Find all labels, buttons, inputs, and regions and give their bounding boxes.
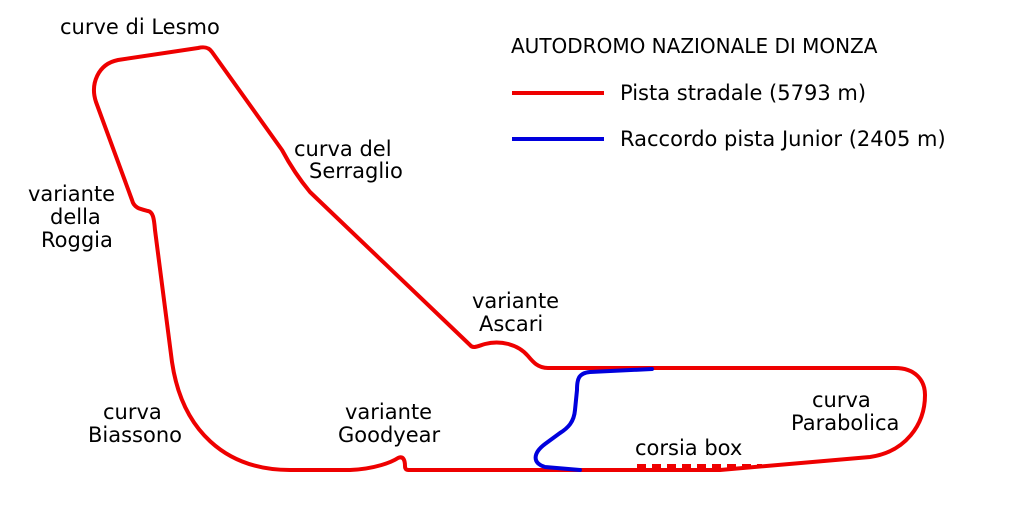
label-ascari-line1: variante: [472, 289, 559, 313]
label-roggia-line1: variante: [28, 182, 115, 206]
main-track-path: [92, 45, 927, 472]
label-goodyear-line2: Goodyear: [338, 423, 441, 447]
label-ascari-line2: Ascari: [479, 312, 543, 336]
label-biassono-line2: Biassono: [88, 423, 182, 447]
label-parabolica-line2: Parabolica: [791, 411, 899, 435]
label-pit-lane: corsia box: [635, 436, 742, 460]
label-biassono-line1: curva: [103, 400, 162, 424]
junior-track-path: [533, 367, 654, 472]
label-roggia-line2: della: [50, 205, 101, 229]
label-serraglio-line1: curva del: [294, 137, 392, 161]
label-goodyear-line1: variante: [345, 400, 432, 424]
label-serraglio-line2: Serraglio: [309, 159, 403, 183]
legend-label-road: Pista stradale (5793 m): [620, 81, 866, 105]
label-roggia-line3: Roggia: [41, 228, 113, 252]
map-title: AUTODROMO NAZIONALE DI MONZA: [511, 34, 878, 58]
label-parabolica-line1: curva: [812, 388, 871, 412]
legend-label-junior: Raccordo pista Junior (2405 m): [620, 127, 946, 151]
legend: Pista stradale (5793 m) Raccordo pista J…: [512, 81, 946, 151]
label-lesmo: curve di Lesmo: [60, 15, 220, 39]
